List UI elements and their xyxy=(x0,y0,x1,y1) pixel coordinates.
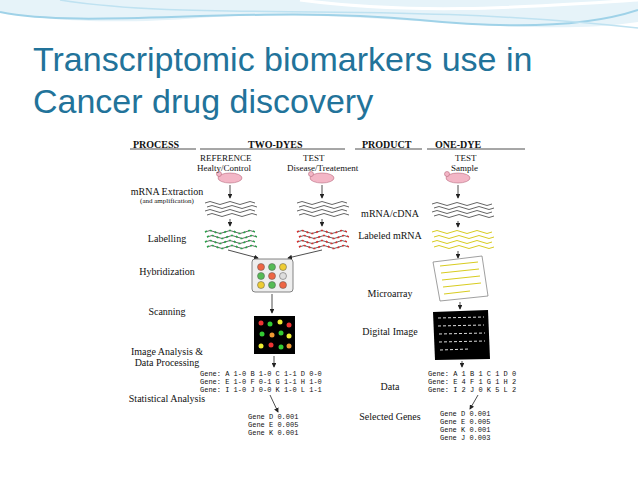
step-label: Labeled mRNA xyxy=(356,230,424,241)
step-label: Data xyxy=(356,381,424,392)
step-label: mRNA Extraction xyxy=(128,186,206,197)
step-label: Selected Genes xyxy=(356,411,424,422)
table-row: Gene: E 1-0 F 0-1 G 1-1 H 1-0 xyxy=(200,378,340,386)
step-label: Statistical Analysis xyxy=(128,393,206,404)
step-label: Labelling xyxy=(128,233,206,244)
step-label: Microarray xyxy=(356,288,424,299)
step-label: Disease/Treatement xyxy=(287,163,377,173)
flow-arrow xyxy=(270,395,278,412)
column-header: TWO-DYES xyxy=(248,139,318,150)
table-row: Gene D 0.001 xyxy=(248,413,308,421)
table-row: Gene: A 1 B 1 C 1 D 0 xyxy=(428,370,528,378)
table-row: Gene: A 1-0 B 1-0 C 1-1 D 0-0 xyxy=(200,370,340,378)
step-label: mRNA/cDNA xyxy=(356,208,424,219)
step-label: TEST xyxy=(455,153,485,163)
table-row: Gene E 0.005 xyxy=(248,421,308,429)
column-header: ONE-DYE xyxy=(435,139,495,150)
table-row: Gene K 0.001 xyxy=(440,426,500,434)
table-row: Gene K 0.001 xyxy=(248,429,308,437)
step-label: Sample xyxy=(451,163,491,173)
step-label: Hybridization xyxy=(128,266,206,277)
step-label: REFERENCE xyxy=(200,153,260,163)
table-row: Gene: E 4 F 1 G 1 H 2 xyxy=(428,378,528,386)
table-row: Gene: I 1-0 J 0-0 K 1-0 L 1-1 xyxy=(200,386,340,394)
column-header: PROCESS xyxy=(133,139,193,150)
table-row: Gene D 0.001 xyxy=(440,410,500,418)
step-label: (and amplification) xyxy=(128,197,206,205)
gene-table: Gene: A 1-0 B 1-0 C 1-1 D 0-0Gene: E 1-0… xyxy=(200,370,340,394)
table-row: Gene E 0.005 xyxy=(440,418,500,426)
step-label: Image Analysis & Data Processing xyxy=(124,346,210,368)
step-label: Scanning xyxy=(128,306,206,317)
gene-table: Gene: A 1 B 1 C 1 D 0Gene: E 4 F 1 G 1 H… xyxy=(428,370,528,394)
column-header: PRODUCT xyxy=(362,139,422,150)
flow-arrow xyxy=(470,395,478,409)
gene-table: Gene D 0.001Gene E 0.005Gene K 0.001Gene… xyxy=(440,410,500,442)
step-label: Healty/Control xyxy=(197,163,267,173)
table-row: Gene J 0.003 xyxy=(440,434,500,442)
table-row: Gene: I 2 J 0 K 5 L 2 xyxy=(428,386,528,394)
slide-title: Transcriptomic biomarkers use in Cancer … xyxy=(33,38,593,122)
gene-table: Gene D 0.001Gene E 0.005Gene K 0.001 xyxy=(248,413,308,437)
step-label: TEST xyxy=(303,153,333,163)
step-label: Digital Image xyxy=(356,326,424,337)
